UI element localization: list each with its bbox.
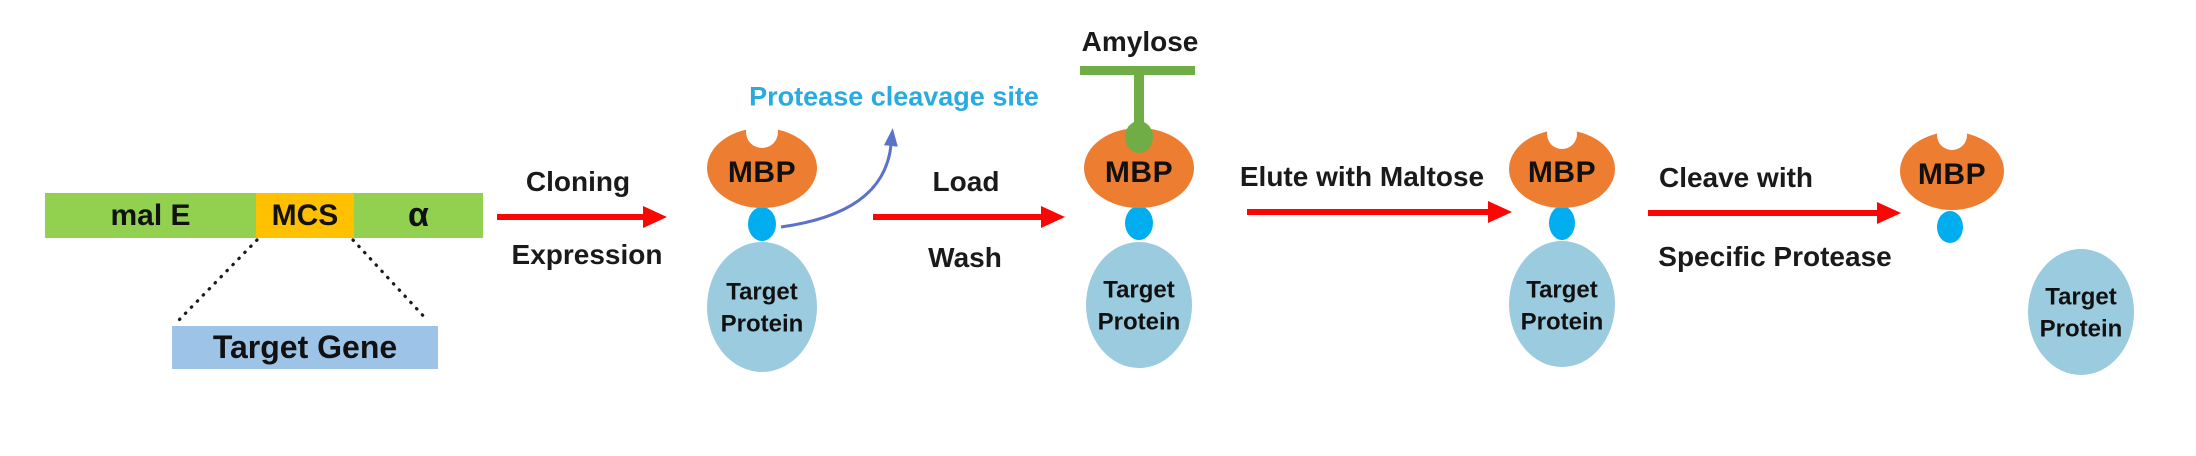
mbp-blob-2 bbox=[1084, 128, 1194, 208]
linker-dot-1 bbox=[748, 207, 776, 241]
gene-construct-bar: mal E MCS α bbox=[45, 193, 483, 238]
mal-e-label: mal E bbox=[110, 198, 191, 232]
target-gene-label: Target Gene bbox=[212, 329, 398, 365]
mbp-label-2: MBP bbox=[1104, 156, 1174, 189]
target-protein-ellipse-1 bbox=[707, 242, 817, 372]
target-protein-line2: Protein bbox=[720, 310, 804, 337]
mbp-notch-4 bbox=[1937, 120, 1967, 150]
step1-label-line1: Cloning bbox=[525, 166, 631, 197]
alpha-label: α bbox=[408, 196, 429, 234]
linker-dot-3 bbox=[1549, 206, 1575, 240]
target-protein-label-free: Target Protein bbox=[2040, 281, 2123, 344]
step2-label-line1: Load bbox=[932, 166, 1000, 197]
cleavage-site-pointer-arrow bbox=[780, 128, 898, 229]
target-gene-bar: Target Gene bbox=[172, 326, 438, 369]
amylose-label: Amylose bbox=[1081, 26, 1199, 57]
step2-label-line2: Wash bbox=[928, 242, 1002, 273]
target-protein-label-3: Target Protein bbox=[1521, 274, 1604, 337]
target-protein-line1: Target bbox=[1103, 276, 1175, 304]
step4-label-line1: Cleave with bbox=[1658, 162, 1814, 193]
amylose-maltose-ball bbox=[1125, 121, 1153, 153]
mbp-blob-1 bbox=[707, 128, 817, 208]
mbp-notch-1 bbox=[746, 116, 778, 148]
target-protein-ellipse-3 bbox=[1509, 241, 1615, 367]
target-protein-label-2: Target Protein bbox=[1098, 274, 1181, 337]
target-protein-line1: Target bbox=[726, 278, 798, 306]
step4-label-line2: Specific Protease bbox=[1658, 241, 1892, 272]
mbp-notch-3 bbox=[1547, 119, 1577, 149]
mbp-blob-3 bbox=[1509, 130, 1615, 208]
alpha-segment: α bbox=[354, 193, 483, 238]
mbp-label-1: MBP bbox=[727, 156, 797, 189]
mbp-blob-4 bbox=[1900, 132, 2004, 210]
target-protein-line2: Protein bbox=[1520, 308, 1604, 335]
mal-e-segment: mal E bbox=[45, 193, 256, 238]
amylose-resin-stem bbox=[1134, 66, 1144, 124]
target-protein-ellipse-free bbox=[2028, 249, 2134, 375]
linker-dot-2 bbox=[1125, 206, 1153, 240]
mcs-callout-line-right bbox=[351, 238, 430, 323]
target-protein-line1: Target bbox=[2045, 283, 2117, 311]
target-protein-line2: Protein bbox=[2039, 315, 2123, 342]
mbp-label-4: MBP bbox=[1917, 158, 1987, 191]
mcs-label: MCS bbox=[271, 198, 339, 232]
mcs-callout-line-left bbox=[175, 238, 259, 324]
mcs-segment: MCS bbox=[256, 193, 354, 238]
target-protein-line1: Target bbox=[1526, 276, 1598, 304]
target-protein-line2: Protein bbox=[1097, 308, 1181, 335]
step3-label: Elute with Maltose bbox=[1239, 161, 1485, 192]
target-protein-label-1: Target Protein bbox=[721, 276, 804, 339]
protease-cleavage-site-label: Protease cleavage site bbox=[749, 81, 1039, 112]
step1-label-line2: Expression bbox=[511, 239, 663, 270]
linker-dot-4 bbox=[1937, 211, 1963, 243]
mbp-label-3: MBP bbox=[1527, 156, 1597, 189]
target-protein-ellipse-2 bbox=[1086, 242, 1192, 368]
